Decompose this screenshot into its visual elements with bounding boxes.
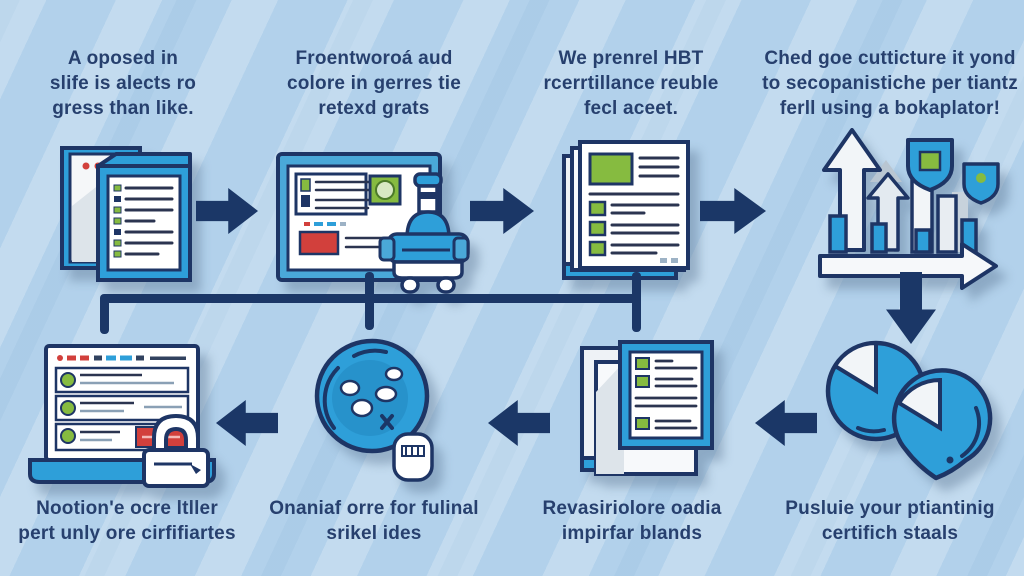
step8-caption: Nootion'e ocre ltller pert unly ore cirf… [18, 498, 236, 545]
step4-caption: Ched goe cutticture it yond to secopanis… [762, 48, 1018, 120]
arrow-right-step1-step2 [196, 188, 258, 234]
petri-dish-mouse-icon [310, 334, 450, 484]
article-document-icon [552, 136, 702, 288]
documents-checklist-icon [50, 136, 200, 288]
connector-vertical-left [100, 296, 109, 334]
laptop-lock-icon [24, 342, 220, 488]
step6-caption: Revasiriolore oadia impirfar blands [542, 498, 722, 545]
arrow-right-step2-step3 [470, 188, 534, 234]
arrow-left-step6-step7 [488, 400, 550, 446]
step1-caption: A oposed in slife is alects ro gress tha… [49, 48, 197, 120]
stacked-documents-icon [572, 330, 728, 484]
step3-caption: We prenrel HBT rcerrtillance reuble fecl… [543, 48, 719, 120]
pie-charts-icon [818, 336, 1004, 486]
arrow-left-step5-step6 [755, 400, 817, 446]
arrow-right-step3-step4 [700, 188, 766, 234]
step2-caption: Froentworoá aud colore in gerres tie ret… [286, 48, 461, 120]
browser-microscope-icon [272, 146, 472, 296]
step5-caption: Pusluie your ptiantinig certifich staals [785, 498, 995, 545]
arrow-left-step7-step8 [216, 400, 278, 446]
connector-vertical-right [632, 272, 641, 332]
connector-vertical-middle [365, 272, 374, 330]
growth-chart-shield-icon [812, 112, 1008, 292]
step7-caption: Onaniaf orre for fulinal srikel ides [269, 498, 479, 545]
